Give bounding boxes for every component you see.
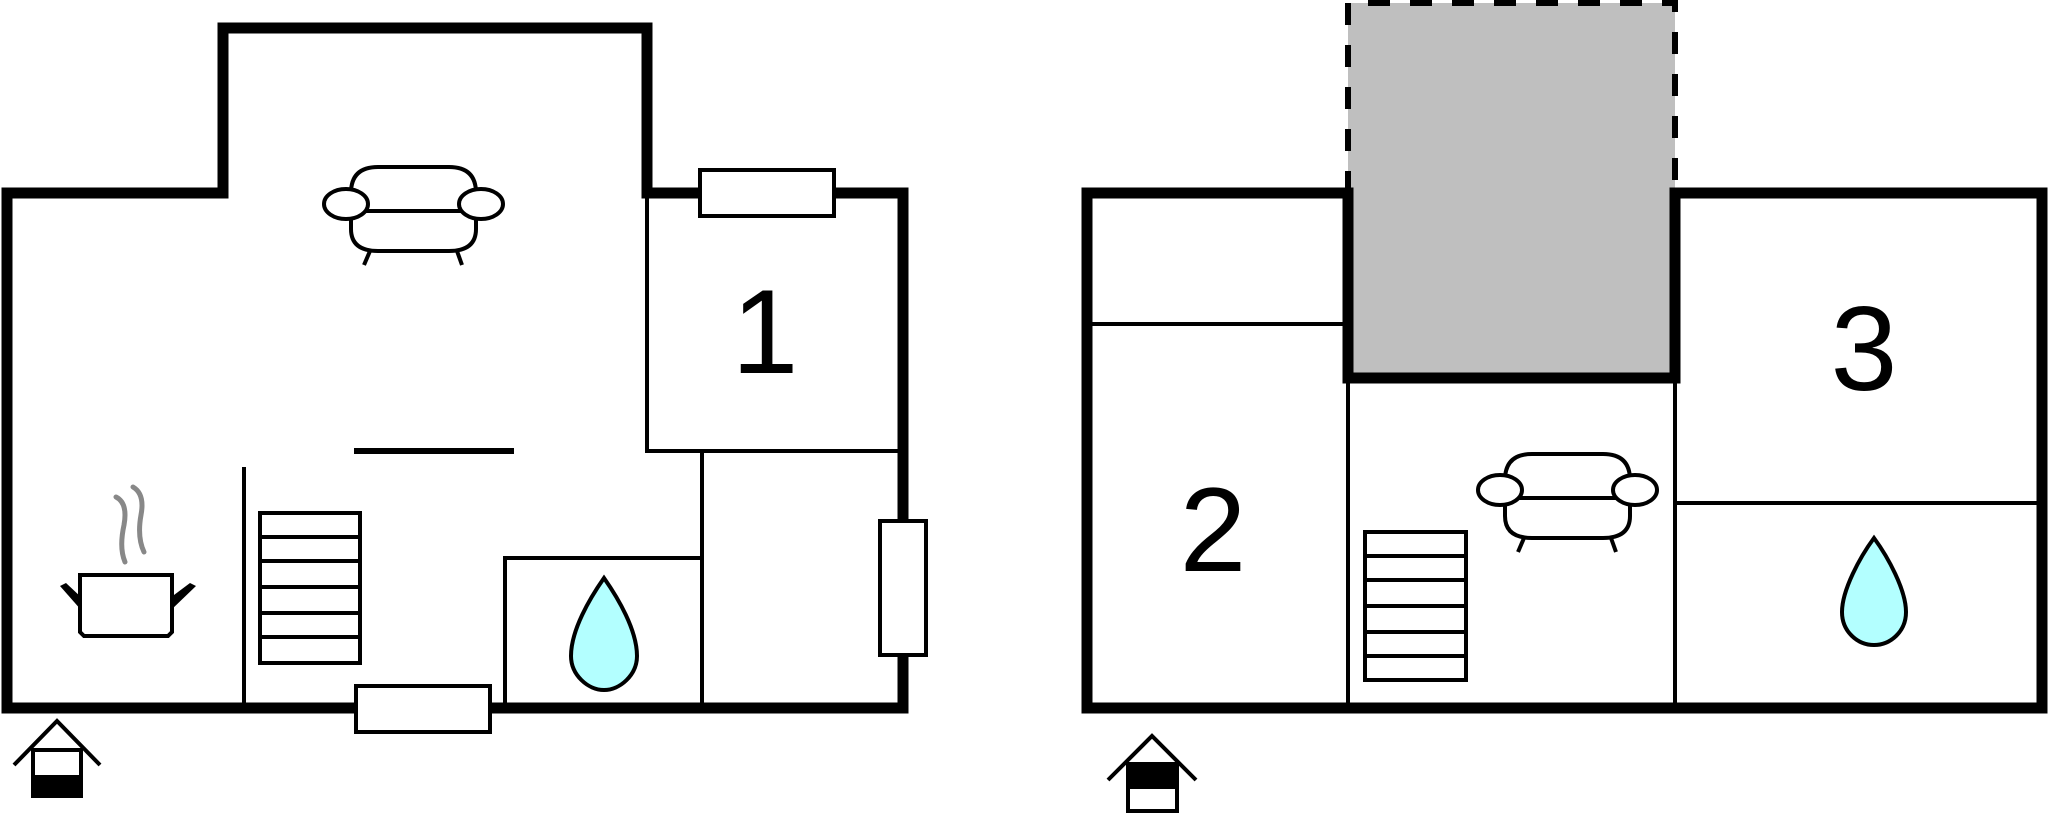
- window-bottom: [354, 684, 492, 734]
- room-label-1: 1: [731, 265, 799, 399]
- room-1-wall: [645, 193, 903, 453]
- void-dashed-border: [1345, 0, 1678, 193]
- entrance-icon: [12, 718, 102, 798]
- sofa-icon: [322, 165, 505, 266]
- void-area: [1348, 3, 1675, 379]
- stairs-icon: [258, 511, 362, 665]
- window-top: [698, 168, 836, 218]
- window-right: [878, 519, 928, 657]
- cooking-pot-icon: [60, 484, 196, 638]
- bathroom-wall: [503, 556, 702, 708]
- entrance-icon: [1106, 733, 1198, 813]
- water-drop-icon: [568, 574, 640, 693]
- water-drop-icon: [1839, 534, 1909, 648]
- sofa-icon: [1476, 452, 1659, 553]
- ground-floor-plan: [1, 22, 928, 798]
- room-label-2: 2: [1179, 463, 1247, 597]
- room-label-3: 3: [1830, 282, 1898, 416]
- stairs-icon: [1363, 530, 1468, 682]
- upper-floor-plan: [1081, 0, 2048, 813]
